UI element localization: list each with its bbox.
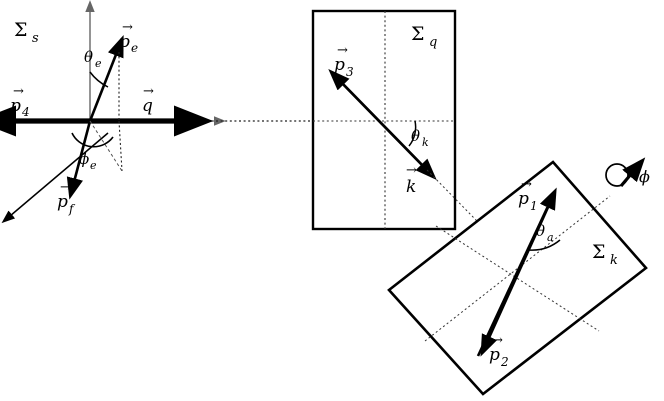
sigma-q-symbol: Σ [411, 23, 424, 45]
phi-e-symbol: ϕ [79, 150, 89, 168]
sigma-k-subscript: k [610, 253, 618, 268]
p4-symbol: p [10, 96, 21, 116]
theta-e-subscript: e [95, 57, 102, 70]
theta-a-symbol: θ [536, 222, 545, 240]
angle-arc-theta-k [408, 120, 417, 147]
sigma-q-subscript: q [429, 35, 437, 50]
vector-pf-line [66, 120, 92, 200]
pe-symbol: p [119, 32, 130, 52]
phi-rotation-marker: ϕ [605, 157, 650, 188]
sigma-s-subscript: s [32, 31, 39, 46]
p2-symbol: p [489, 345, 500, 365]
vector-p2-line [480, 204, 551, 357]
p3-subscript: 3 [346, 65, 354, 79]
sigma-k-symbol: Σ [592, 241, 605, 263]
label-vector-p4: → p 4 [10, 84, 30, 119]
label-vector-p2: → p 2 [489, 333, 509, 369]
q-symbol: q [142, 96, 153, 116]
label-vector-pe: → p e [119, 20, 138, 55]
panel-sigma-k: Σ k → p 1 → p 2 θ a ϕ [387, 157, 650, 396]
label-angle-theta-e: θ e [84, 48, 102, 70]
projection-line-pe-lower [118, 120, 123, 172]
pe-vector-accent: → [122, 20, 133, 35]
p4-subscript: 4 [21, 105, 30, 119]
theta-k-symbol: θ [411, 127, 420, 145]
label-angle-theta-k: θ k [411, 127, 429, 149]
panel-sigma-q: Σ q → p 3 → k θ k [311, 9, 566, 312]
azimuth-helper-line [89, 120, 123, 172]
angle-arc-theta-e [89, 71, 109, 88]
p1-vector-accent: → [521, 177, 532, 192]
p3-symbol: p [334, 55, 345, 75]
label-sigma-k: Σ k [592, 241, 618, 268]
p3-vector-accent: → [337, 43, 348, 58]
label-sigma-s: Σ s [14, 19, 39, 46]
sigma-k-axis-long [435, 225, 600, 332]
p1-symbol: p [518, 189, 529, 209]
pe-subscript: e [131, 41, 138, 55]
p2-subscript: 2 [500, 355, 509, 369]
vector-pe-line [88, 35, 124, 122]
label-vector-k: → k [406, 163, 417, 197]
label-vector-p3: → p 3 [334, 43, 354, 79]
label-angle-phi-e: ϕ e [79, 150, 97, 172]
sigma-s-symbol: Σ [14, 19, 27, 41]
label-vector-pf: → p f [57, 180, 76, 216]
panel-sigma-s: Σ s → p 4 → q → p e → p f θ e ϕ e [0, 0, 226, 224]
phi-e-subscript: e [90, 159, 97, 172]
k-symbol: k [406, 177, 416, 197]
sigma-q-box [311, 9, 457, 231]
p2-vector-accent: → [492, 333, 503, 348]
theta-e-symbol: θ [84, 48, 93, 66]
pf-symbol: p [57, 192, 68, 212]
k-vector-accent: → [406, 163, 417, 178]
theta-a-subscript: a [547, 231, 554, 244]
pf-vector-accent: → [60, 180, 71, 195]
pf-subscript: f [68, 202, 76, 216]
angle-arc-phi-e [71, 132, 114, 148]
k-extension-dotted-line [426, 169, 566, 312]
p4-vector-accent: → [13, 84, 24, 99]
p1-subscript: 1 [530, 199, 538, 213]
label-vector-p1: → p 1 [518, 177, 538, 213]
angle-arc-theta-a [528, 239, 561, 251]
label-sigma-q: Σ q [411, 23, 437, 50]
q-vector-accent: → [143, 84, 154, 99]
vector-k-line [337, 78, 437, 181]
phi-symbol: ϕ [639, 167, 650, 186]
theta-k-subscript: k [422, 136, 429, 149]
label-vector-q: → q [142, 84, 154, 116]
rotation-arrow-icon [619, 157, 646, 188]
label-angle-theta-a: θ a [536, 222, 554, 244]
